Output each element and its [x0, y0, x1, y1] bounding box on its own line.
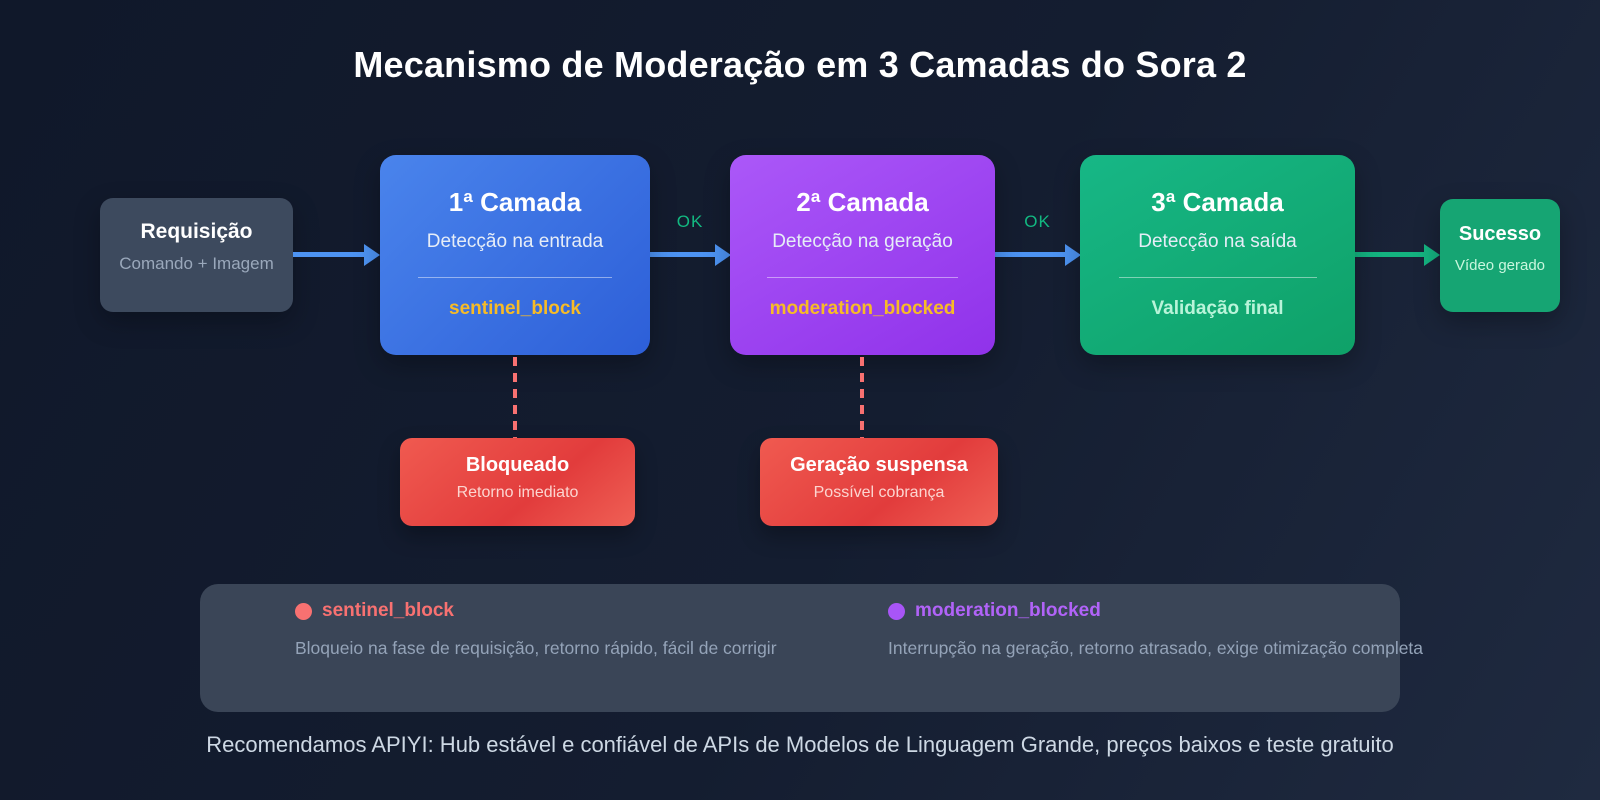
legend-item-sentinel-block: sentinel_block Bloqueio na fase de requi…	[295, 600, 777, 659]
layer1-divider	[417, 277, 613, 278]
arrow-layer3-to-success	[1355, 252, 1425, 257]
ok-label-2: OK	[1024, 212, 1051, 231]
legend-item-moderation-blocked: moderation_blocked Interrupção na geraçã…	[888, 600, 1423, 659]
layer3-subtitle: Detecção na saída	[1138, 231, 1297, 252]
dashed-connector-layer1	[513, 357, 517, 438]
success-subtitle: Vídeo gerado	[1454, 257, 1546, 274]
node-request-title: Requisição	[140, 220, 253, 243]
node-success: Sucesso Vídeo gerado	[1440, 199, 1560, 312]
layer2-title: 2ª Camada	[796, 187, 929, 217]
node-layer-3: 3ª Camada Detecção na saída Validação fi…	[1080, 155, 1355, 355]
node-blocked: Bloqueado Retorno imediato	[400, 438, 635, 526]
blocked-subtitle: Retorno imediato	[456, 484, 579, 501]
suspended-title: Geração suspensa	[790, 454, 968, 476]
layer1-tag: sentinel_block	[449, 298, 581, 319]
arrow-layer1-to-layer2	[650, 252, 716, 257]
layer3-title: 3ª Camada	[1151, 187, 1284, 217]
page-title: Mecanismo de Moderação em 3 Camadas do S…	[353, 44, 1247, 85]
success-title: Sucesso	[1458, 223, 1542, 245]
blocked-title: Bloqueado	[465, 454, 570, 476]
legend-label-sentinel-block: sentinel_block	[322, 600, 454, 621]
layer3-tag: Validação final	[1151, 298, 1284, 319]
node-request-subtitle: Comando + Imagem	[119, 254, 274, 273]
suspended-subtitle: Possível cobrança	[813, 484, 945, 501]
arrow-layer2-to-layer3	[995, 252, 1066, 257]
layer2-divider	[767, 277, 958, 278]
layer3-divider	[1118, 277, 1317, 278]
node-layer-2: 2ª Camada Detecção na geração moderation…	[730, 155, 995, 355]
layer2-tag: moderation_blocked	[769, 298, 956, 319]
legend-label-moderation-blocked: moderation_blocked	[915, 600, 1101, 621]
legend-panel: sentinel_block Bloqueio na fase de requi…	[200, 584, 1423, 712]
arrow-request-to-layer1	[293, 252, 365, 257]
node-layer-1: 1ª Camada Detecção na entrada sentinel_b…	[380, 155, 650, 355]
legend-dot-red-icon	[295, 602, 312, 620]
legend-dot-purple-icon	[888, 602, 905, 620]
footer-recommendation: Recomendamos APIYI: Hub estável e confiá…	[206, 732, 1394, 757]
legend-desc-moderation-blocked: Interrupção na geração, retorno atrasado…	[888, 638, 1424, 658]
ok-label-1: OK	[676, 212, 704, 231]
layer1-subtitle: Detecção na entrada	[426, 231, 604, 252]
node-request: Requisição Comando + Imagem	[100, 198, 293, 312]
dashed-connector-layer2	[860, 357, 864, 438]
node-generation-suspended: Geração suspensa Possível cobrança	[760, 438, 998, 526]
legend-desc-sentinel-block: Bloqueio na fase de requisição, retorno …	[295, 638, 777, 658]
layer2-subtitle: Detecção na geração	[772, 231, 953, 252]
layer1-title: 1ª Camada	[448, 187, 582, 217]
